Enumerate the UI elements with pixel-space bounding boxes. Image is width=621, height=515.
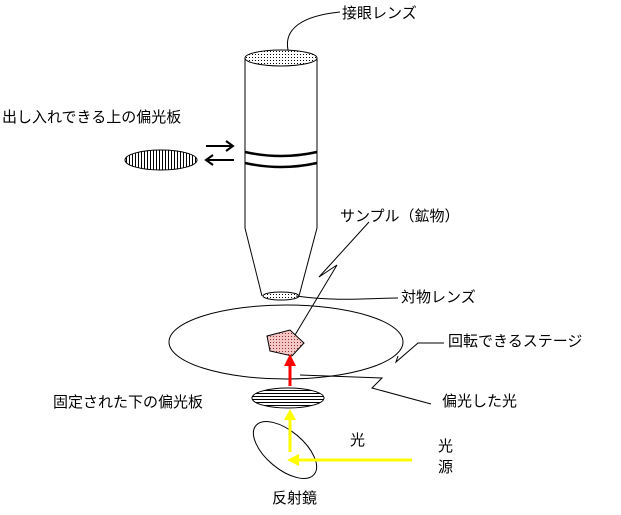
tube-ring-upper [244, 150, 318, 158]
reflected-light-arrow [284, 409, 296, 452]
tube-ring-lower [244, 161, 318, 169]
light-source-label-line2: 源 [438, 458, 453, 476]
upper-polarizer [124, 149, 198, 171]
microscope-tube [244, 58, 318, 297]
lower-polarizer [251, 387, 325, 409]
leader-lines [286, 11, 444, 405]
sample-mineral [266, 329, 305, 357]
sample-label: サンプル（鉱物） [340, 207, 460, 225]
objective-lens [262, 291, 300, 301]
incoming-light-arrow [287, 454, 412, 466]
stage-label: 回転できるステージ [448, 332, 582, 350]
light-source-label-line1: 光 [438, 437, 453, 455]
light-label: 光 [350, 431, 365, 449]
polarized-light-label: 偏光した光 [442, 392, 517, 410]
upper-polarizer-label: 出し入れできる上の偏光板 [2, 108, 181, 126]
lower-polarizer-label: 固定された下の偏光板 [53, 393, 203, 411]
polarized-light-arrow [284, 354, 296, 386]
eyepiece-lens [244, 49, 318, 67]
objective-label: 対物レンズ [401, 288, 476, 306]
insert-remove-arrows [204, 140, 235, 166]
rotating-stage [168, 304, 404, 380]
eyepiece-label: 接眼レンズ [342, 4, 417, 22]
mirror-label: 反射鏡 [272, 489, 317, 507]
reflecting-mirror [252, 421, 318, 479]
